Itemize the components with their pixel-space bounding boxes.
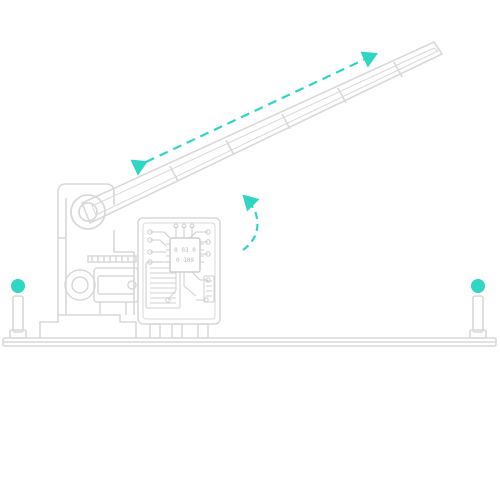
boom-arm	[80, 40, 444, 225]
terminal-block	[203, 275, 215, 303]
board-feet	[149, 323, 209, 339]
circuit-traces	[150, 226, 208, 301]
boom-pivot	[70, 194, 106, 230]
chip-label-line2: 0 109	[176, 257, 194, 264]
motor-assembly	[64, 255, 139, 315]
gate-base	[39, 314, 137, 338]
curved-arrow-icon	[242, 194, 260, 251]
microchip: 0 03 0 0 109	[166, 237, 204, 273]
right-post-light-icon	[471, 279, 485, 293]
chip-label-line1: 0 03 0	[174, 247, 196, 254]
left-post-light-icon	[11, 279, 25, 293]
double-arrow-icon	[130, 51, 378, 176]
ground-rail	[2, 337, 497, 347]
right-post	[469, 295, 487, 339]
left-post	[9, 295, 27, 339]
